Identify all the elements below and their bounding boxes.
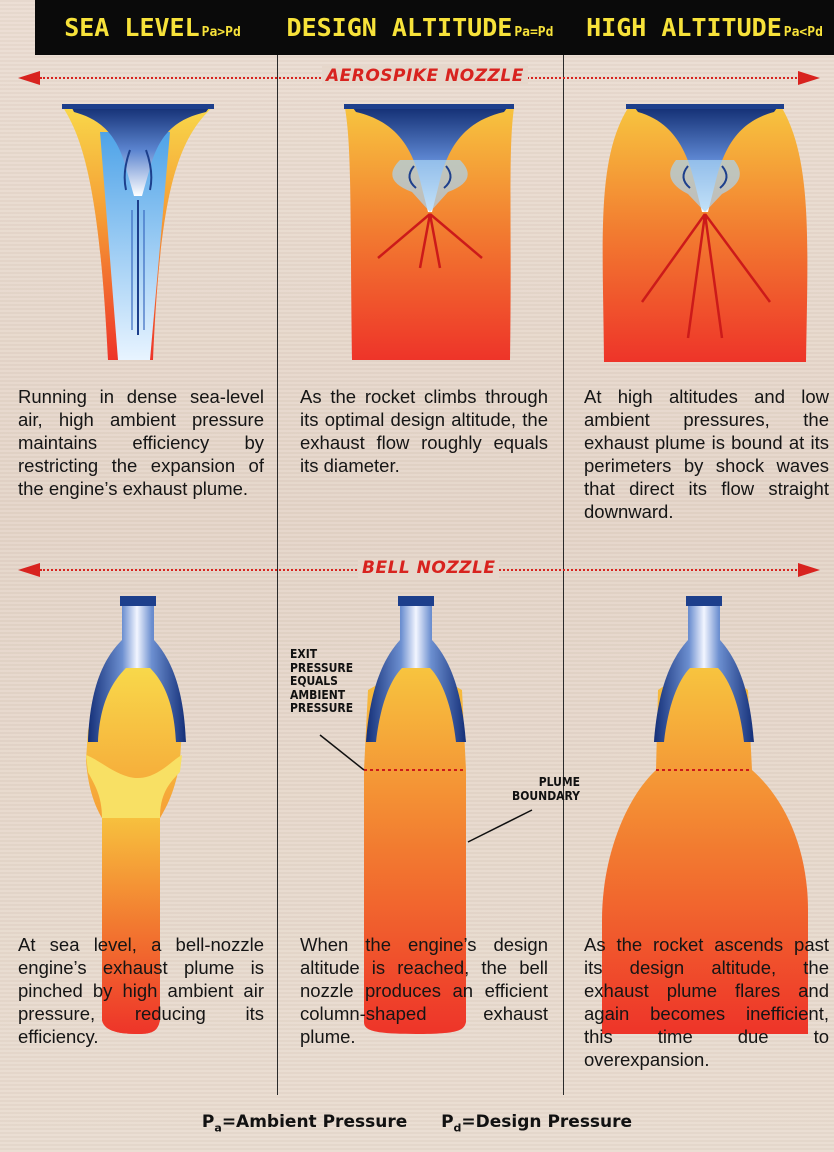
- legend-pa-subscript: a: [214, 1121, 221, 1134]
- bell-high-altitude-caption: As the rocket ascends past its design al…: [584, 933, 829, 1071]
- legend-pd-symbol: P: [441, 1112, 453, 1132]
- pressure-legend: Pa=Ambient Pressure Pd=Design Pressure: [0, 1112, 834, 1134]
- bell-design-altitude-caption: When the engine’s design altitude is rea…: [300, 933, 548, 1048]
- legend-pd-text: =Design Pressure: [461, 1112, 632, 1132]
- bell-sea-level-caption: At sea level, a bell-nozzle engine’s exh…: [18, 933, 264, 1048]
- aerospike-sea-level-caption: Running in dense sea-level air, high amb…: [18, 385, 264, 500]
- aerospike-sea-level-diagram: [62, 104, 214, 360]
- legend-pa-text: =Ambient Pressure: [222, 1112, 407, 1132]
- legend-pa-symbol: P: [202, 1112, 214, 1132]
- aerospike-design-altitude-caption: As the rocket climbs through its optimal…: [300, 385, 548, 477]
- aerospike-design-altitude-diagram: [344, 104, 514, 360]
- plume-boundary-callout: PLUME BOUNDARY: [512, 776, 580, 803]
- aerospike-high-altitude-diagram: [603, 104, 808, 362]
- exit-pressure-callout: EXIT PRESSURE EQUALS AMBIENT PRESSURE: [290, 648, 353, 716]
- aerospike-high-altitude-caption: At high altitudes and low ambient pressu…: [584, 385, 829, 523]
